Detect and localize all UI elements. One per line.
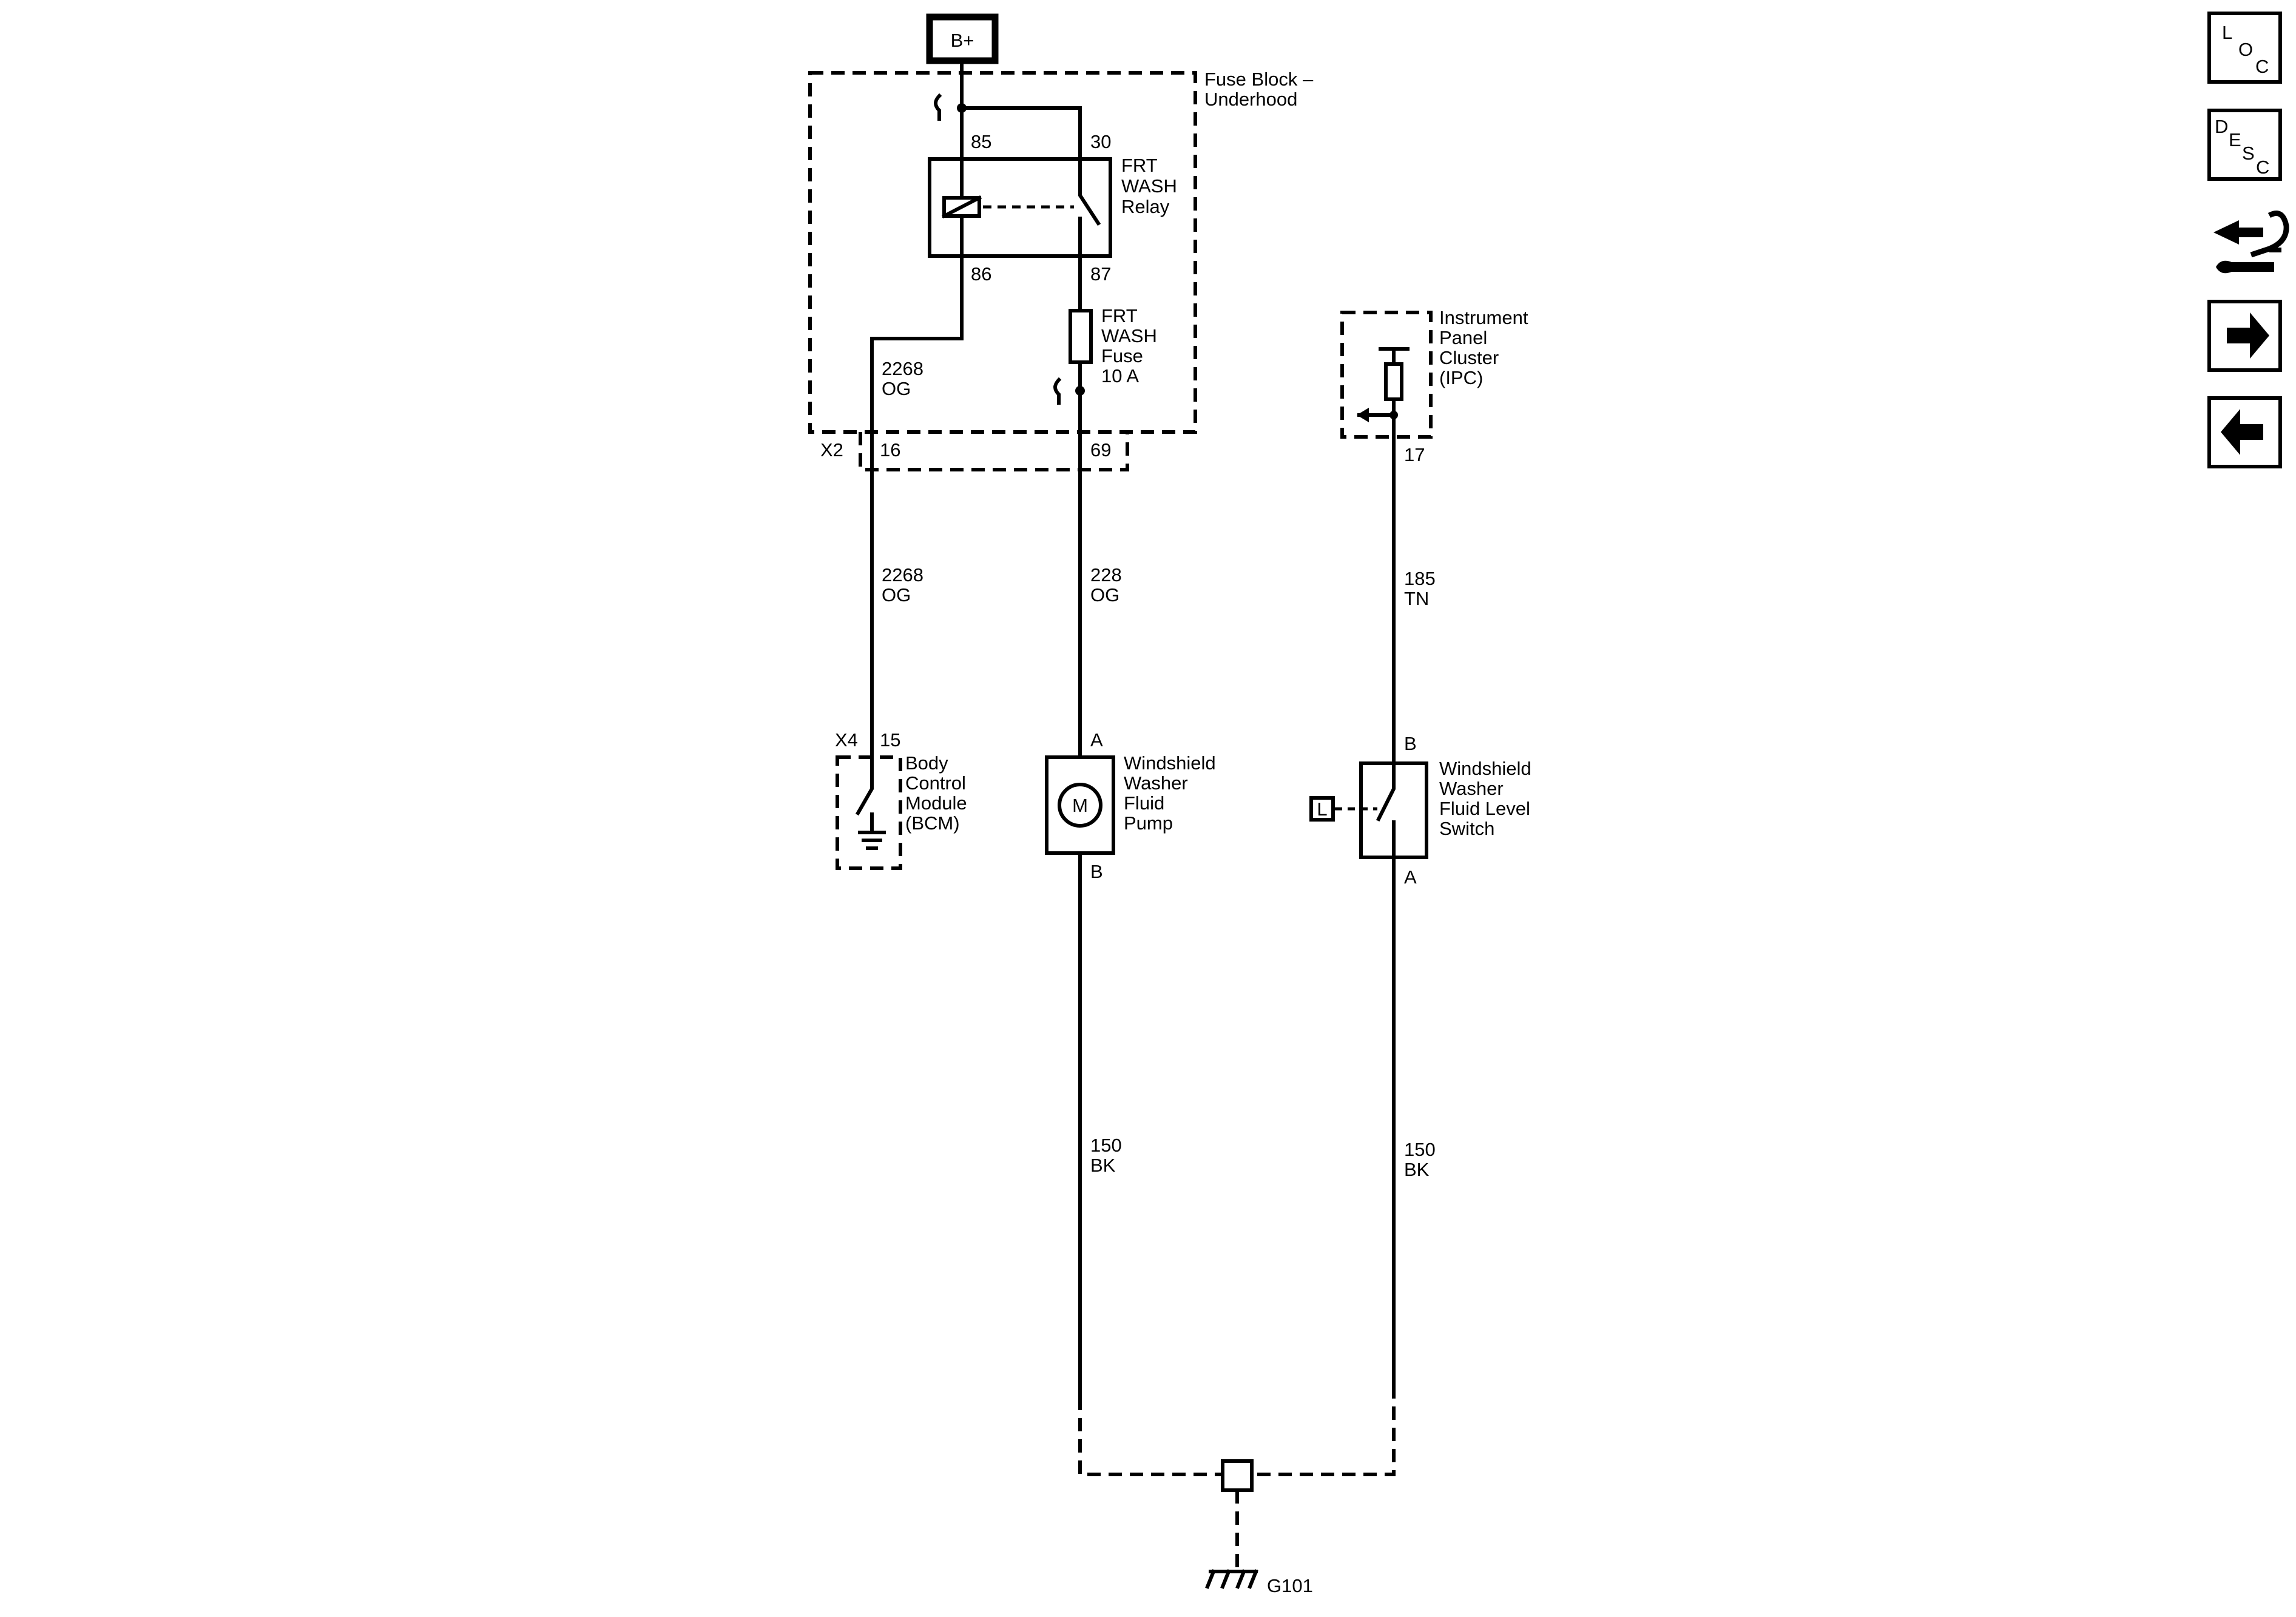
next-arrow-icon <box>2227 312 2269 359</box>
inline-connector-symbol <box>1053 377 1062 405</box>
ipc-name-4: (IPC) <box>1439 367 1483 388</box>
fuse-name-3: Fuse <box>1101 345 1143 366</box>
fuse-rating: 10 A <box>1101 365 1139 387</box>
ipc-name-3: Cluster <box>1439 347 1499 368</box>
connector-tool-icon <box>2213 211 2289 274</box>
circuit-185-color: TN <box>1404 588 1429 609</box>
ipc-boundary <box>1340 311 1433 439</box>
ipc-name-1: Instrument <box>1439 307 1528 328</box>
inline-connector-symbol <box>934 93 942 121</box>
washer-pump-pin-b: B <box>1090 861 1103 882</box>
loc-button[interactable]: L O C <box>2207 12 2282 84</box>
splice-dot <box>1075 386 1085 396</box>
circuit-150-pump-color: BK <box>1090 1155 1116 1176</box>
desc-letter-d: D <box>2215 116 2228 137</box>
circuit-2268-inner-number: 2268 <box>882 358 923 379</box>
circuit-2268-number: 2268 <box>882 564 923 586</box>
splice-dot <box>957 103 967 113</box>
bcm-name-3: Module <box>905 792 967 814</box>
circuit-228-number: 228 <box>1090 564 1122 586</box>
bcm-boundary <box>836 755 902 870</box>
bcm-name-4: (BCM) <box>905 812 960 834</box>
relay-pin-85: 85 <box>971 131 991 152</box>
desc-button[interactable]: D E S C <box>2207 109 2282 181</box>
circuit-150-switch-number: 150 <box>1404 1139 1436 1160</box>
washer-pump-name-2: Washer <box>1124 772 1188 794</box>
ground-junction-block <box>1221 1459 1254 1492</box>
circuit-150-pump-number: 150 <box>1090 1135 1122 1156</box>
loc-letter-c: C <box>2255 56 2269 77</box>
circuit-2268-color: OG <box>882 584 911 606</box>
loc-letter-l: L <box>2222 22 2232 43</box>
connector-x2-label: X2 <box>820 439 843 461</box>
connector-tool-button[interactable] <box>2213 211 2289 274</box>
fuse-name-2: WASH <box>1101 325 1157 346</box>
relay-pin-86: 86 <box>971 263 991 285</box>
bcm-name-2: Control <box>905 772 966 794</box>
lamp-indicator-label: L <box>1317 798 1327 820</box>
circuit-228-color: OG <box>1090 584 1119 606</box>
level-switch-pin-a: A <box>1404 866 1417 888</box>
circuit-2268-inner-color: OG <box>882 378 911 399</box>
level-switch-name-3: Fluid Level <box>1439 798 1530 819</box>
loc-letter-o: O <box>2238 39 2253 60</box>
bcm-name-1: Body <box>905 752 948 774</box>
relay-switch-icon <box>1078 157 1101 258</box>
fuse-block-title-1: Fuse Block – <box>1204 69 1314 90</box>
desc-letter-e: E <box>2229 129 2241 150</box>
connector-x2-outline <box>859 432 1129 471</box>
back-arrow-icon <box>2221 409 2263 455</box>
relay-pin-30: 30 <box>1090 131 1111 152</box>
washer-pump-motor-icon <box>1058 783 1102 828</box>
b-plus-label: B+ <box>951 30 974 51</box>
ipc-pin-17: 17 <box>1404 444 1425 465</box>
circuit-150-switch-color: BK <box>1404 1159 1430 1180</box>
washer-pump-name-4: Pump <box>1124 812 1173 834</box>
connector-x2-pin-69: 69 <box>1090 439 1111 461</box>
next-page-button[interactable] <box>2207 300 2282 372</box>
relay-coil-icon <box>941 157 982 258</box>
bcm-ground-icon <box>858 831 886 850</box>
fuse-block-boundary <box>808 71 1197 434</box>
ipc-name-2: Panel <box>1439 327 1487 348</box>
ground-g101-label: G101 <box>1267 1575 1313 1596</box>
level-switch-name-1: Windshield <box>1439 758 1531 779</box>
bcm-pin-15: 15 <box>880 729 900 751</box>
level-switch-contact-icon <box>1376 761 1396 859</box>
previous-page-button[interactable] <box>2207 396 2282 468</box>
desc-letter-c: C <box>2256 157 2269 178</box>
wire-2268-og-internal <box>870 254 964 759</box>
fuse-name-1: FRT <box>1101 305 1138 326</box>
level-switch-pin-b: B <box>1404 733 1417 754</box>
washer-pump-pin-a: A <box>1090 729 1103 751</box>
bcm-connector-x4: X4 <box>835 729 858 751</box>
washer-pump-motor-label: M <box>1072 795 1088 816</box>
washer-pump-name-3: Fluid <box>1124 792 1164 814</box>
desc-letter-s: S <box>2242 143 2255 164</box>
relay-pin-87: 87 <box>1090 263 1111 285</box>
ipc-pullup-resistor-icon <box>1357 347 1410 422</box>
relay-name-2: WASH <box>1121 175 1177 197</box>
washer-pump-name-1: Windshield <box>1124 752 1216 774</box>
chassis-ground-icon <box>1205 1569 1258 1589</box>
frt-wash-fuse-icon <box>1069 309 1093 364</box>
level-switch-name-2: Washer <box>1439 778 1504 799</box>
frt-wash-relay <box>928 157 1112 258</box>
bcm-switch-icon <box>855 755 874 834</box>
relay-name-3: Relay <box>1121 196 1170 217</box>
battery-positive-terminal: B+ <box>926 13 999 64</box>
circuit-185-number: 185 <box>1404 568 1436 589</box>
level-switch-name-4: Switch <box>1439 818 1494 839</box>
relay-name-1: FRT <box>1121 155 1158 176</box>
lamp-indicator-icon <box>1309 796 1335 822</box>
fuse-block-title-2: Underhood <box>1204 89 1297 110</box>
connector-x2-pin-16: 16 <box>880 439 900 461</box>
